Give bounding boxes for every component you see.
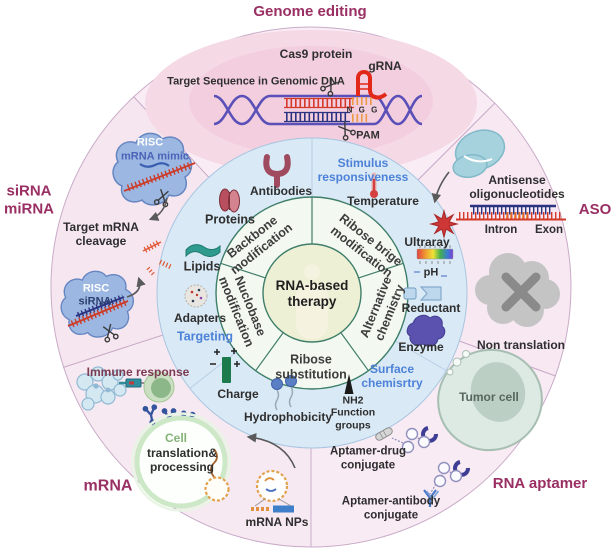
uv-burst-icon [429,209,459,239]
antisense-label: Antisense oligonucleotides [469,172,565,201]
lipid-icon [185,244,221,258]
dna-helix-icon [213,94,423,126]
aso-duplex-icon [456,204,566,221]
antibodies-label: Antibodies [250,183,312,198]
charge-icon [210,348,240,383]
non-translation-x-icon [475,253,560,327]
inner-ring-dividers [220,197,404,372]
hydrophobicity-label: Hydrophobicity [243,409,333,424]
mrna-nps-label: mRNA NPs [245,514,309,529]
cell-circle-icon [131,412,231,512]
arrow-icon [148,197,168,221]
adapters-label: Adapters [173,310,227,325]
mrna-label: mRNA [83,477,133,495]
charge-label: Charge [217,386,259,401]
translation-processing-label: translation& processing [146,445,218,474]
risc-complex-icon [112,132,196,206]
aptamer-antibody-label: Aptamer-antibody conjugate [341,495,441,521]
temperature-label: Temperature [347,193,419,208]
risc-bottom-label: RISC [82,282,110,295]
aptamer-molecule-icon [375,426,438,454]
reductant-icon [403,286,442,301]
aso-label: ASO [578,201,612,219]
target-sequence-label: Target Sequence in Genomic DNA [167,75,345,88]
reductant-label: Reductant [401,300,461,315]
human-silhouette-icon [296,264,328,339]
cell-label: Cell [164,430,188,445]
genome-editing-label: Genome editing [253,3,367,21]
exon-label: Exon [534,224,564,237]
pam-label: PAM [356,129,380,142]
ultraray-label: Ultraray [404,234,450,249]
targeting-label: Targeting [176,329,234,344]
arrow-icon [126,276,146,298]
sirna-strand-label: siRNA [78,295,112,308]
antibody-y-icon [423,489,440,507]
mrna-mimic-label: mRNA mimic [120,150,190,163]
center-title: RNA-based therapy [275,278,349,309]
intron-label: Intron [484,224,518,237]
target-cleavage-label: Target mRNA cleavage [63,219,139,248]
arrow-icon [431,171,450,204]
risc-complex-icon [60,270,135,338]
adapter-icon [184,284,208,308]
mrna-np-icon [251,469,294,513]
aptamer-molecule-icon [423,460,470,507]
tumor-cell-label: Tumor cell [459,389,519,404]
protein-icon [219,188,240,213]
nh2-function-groups-label: NH2 Function groups [330,394,376,432]
antibody-icon [263,154,291,188]
virus-cluster-icon [76,366,127,411]
aptamer-drug-label: Aptamer-drug conjugate [329,445,407,471]
non-translation-label: Non translation [476,337,566,352]
surface-chemistry-label: Surface chemisrtry [361,361,423,390]
enzyme-icon [406,314,446,347]
aso-protein-icon [452,129,506,178]
grna-hairpin-icon [356,70,388,100]
cas9-protein-label: Cas9 protein [279,46,353,61]
sirna-mirna-label: siRNA miRNA [3,182,55,217]
stimulus-responsiveness-label: Stimulus responsiveness [317,155,409,184]
ph-label: pH [423,266,439,279]
enzyme-label: Enzyme [398,339,444,354]
immune-response-label: Immune response [86,364,190,379]
rna-aptamer-label: RNA aptamer [492,475,588,493]
segment-ribose-substitution: Ribose substitution [275,352,347,381]
nh2-cone-icon [344,374,354,394]
ngg-label: N G G [346,105,380,115]
risc-top-label: RISC [136,136,164,149]
ph-scale-icon [414,245,454,277]
mrna-fragments [142,239,173,277]
tumor-cell-icon [437,348,543,452]
immune-cell-icon [143,371,175,403]
hydrophobicity-pin-icon [271,375,297,411]
lipids-label: Lipids [183,259,221,274]
grna-label: gRNA [368,58,402,73]
proteins-label: Proteins [204,212,256,227]
arrow-icon [246,433,296,469]
drug-pill-icon [375,427,393,441]
genome-glow [145,30,477,176]
thermometer-icon [370,172,378,198]
vesicle-icon [204,448,230,502]
